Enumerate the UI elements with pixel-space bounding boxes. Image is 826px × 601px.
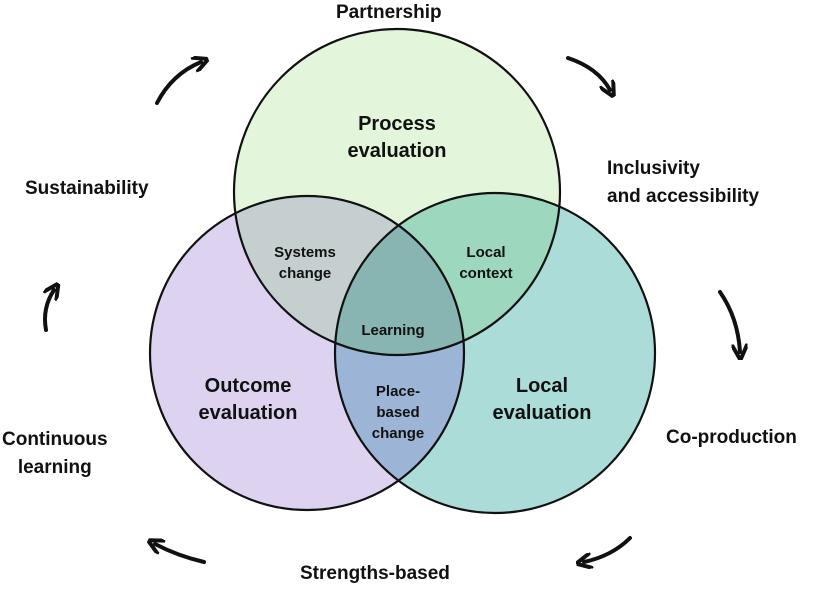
arrow-icon-top-right [566, 56, 610, 90]
partnership-label: Partnership [336, 2, 442, 23]
strengths-based-label: Strengths-based [300, 563, 450, 584]
learning-region [335, 196, 464, 355]
sustainability-label: Sustainability [25, 178, 149, 199]
arrow-icon-right [718, 290, 740, 352]
arrow-icon-left [45, 290, 54, 332]
arrow-icon-top-left [155, 62, 201, 105]
learning-label: Learning [361, 322, 425, 339]
arrow-icon-bottom-left [155, 544, 206, 564]
co-production-label: Co-production [666, 427, 797, 448]
arrow-icon-bottom-right [584, 536, 632, 562]
